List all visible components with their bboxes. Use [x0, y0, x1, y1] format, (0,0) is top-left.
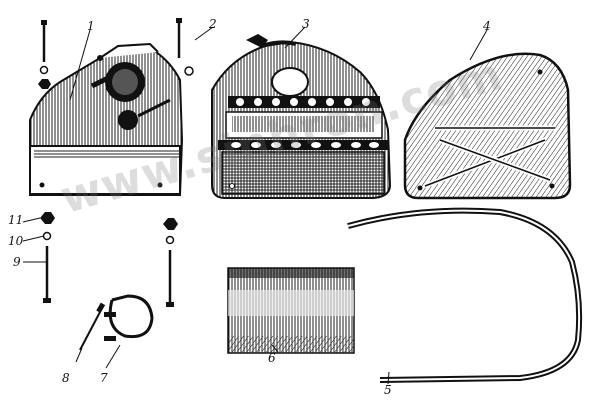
part-8-screw [79, 302, 106, 351]
callout-8: 8 [62, 371, 70, 385]
part-1-front-cover [29, 42, 184, 196]
part-2-nut [184, 66, 194, 76]
callout-7: 7 [100, 371, 108, 385]
callout-3: 3 [302, 17, 310, 31]
leader-lines [22, 26, 488, 385]
callout-5: 5 [384, 383, 392, 397]
part-3-center-housing [211, 34, 392, 199]
part-6-gasket-pad [227, 267, 355, 354]
callout-11: 11 [8, 213, 24, 227]
part-4-rear-cover [403, 52, 572, 200]
callout-4: 4 [483, 19, 491, 33]
callout-1: 1 [87, 19, 95, 33]
callout-10: 10 [8, 234, 24, 248]
callout-2: 2 [209, 17, 217, 31]
part-7-clamp-ring [104, 294, 154, 341]
callout-6: 6 [268, 351, 276, 365]
part-5-edging-strip [347, 207, 583, 383]
part-2-bolt [176, 18, 182, 58]
right-long-bolt-stack [163, 218, 178, 307]
left-long-bolt-stack [40, 212, 55, 303]
top-left-bolt-stack [38, 20, 51, 89]
callout-9: 9 [13, 255, 21, 269]
